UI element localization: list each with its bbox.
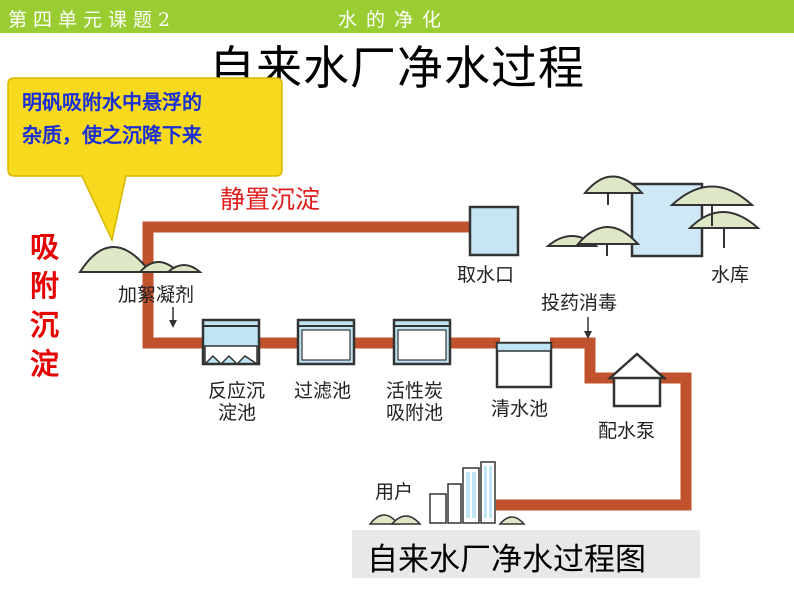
still-settling-label: 静置沉淀 <box>220 185 321 214</box>
caption-box <box>352 530 700 578</box>
pipe-intake <box>142 221 470 349</box>
filter-label: 过滤池 <box>294 380 352 402</box>
header-topic: 水的净化 <box>338 9 451 31</box>
header-lesson: 第四单元课题2 <box>8 9 177 31</box>
reaction-tank-label-2: 淀池 <box>218 402 257 424</box>
coagulant-label: 加絮凝剂 <box>118 284 195 306</box>
adsorption-char-3: 沉 <box>30 308 60 342</box>
users-label: 用户 <box>375 481 414 503</box>
adsorption-char-4: 淀 <box>30 347 60 381</box>
pump-icon <box>606 352 668 408</box>
caption-text: 自来水厂净水过程图 <box>367 542 646 578</box>
pump-label: 配水泵 <box>598 420 656 442</box>
reaction-tank-label-1: 反应沉 <box>208 380 266 402</box>
pipe-to-users <box>496 372 692 511</box>
callout-text: 明矾吸附水中悬浮的 杂质，使之沉降下来 <box>22 86 272 152</box>
adsorption-char-2: 附 <box>30 269 60 303</box>
reaction-tank-label: 反应沉 淀池 <box>208 380 265 424</box>
disinfect-label: 投药消毒 <box>541 292 618 314</box>
intake-icon <box>468 205 520 257</box>
intake-label: 取水口 <box>457 264 515 286</box>
adsorption-char-1: 吸 <box>30 230 60 264</box>
carbon-label-1: 活性炭 <box>386 380 444 402</box>
header-bar <box>0 0 794 33</box>
reservoir-label: 水库 <box>711 264 750 286</box>
carbon-label: 活性炭 吸附池 <box>386 380 443 424</box>
callout-line-1: 明矾吸附水中悬浮的 <box>22 90 202 114</box>
carbon-label-2: 吸附池 <box>386 402 444 424</box>
reaction-tank-icon <box>201 318 261 366</box>
clear-tank-label: 清水池 <box>491 398 549 420</box>
carbon-tank-icon <box>392 318 452 366</box>
filter-tank-icon <box>296 318 356 366</box>
clear-tank-icon <box>495 341 553 389</box>
pipe-to-pump <box>550 337 614 384</box>
callout-line-2: 杂质，使之沉降下来 <box>22 123 202 147</box>
adsorption-label: 吸 附 沉 淀 <box>30 228 74 384</box>
